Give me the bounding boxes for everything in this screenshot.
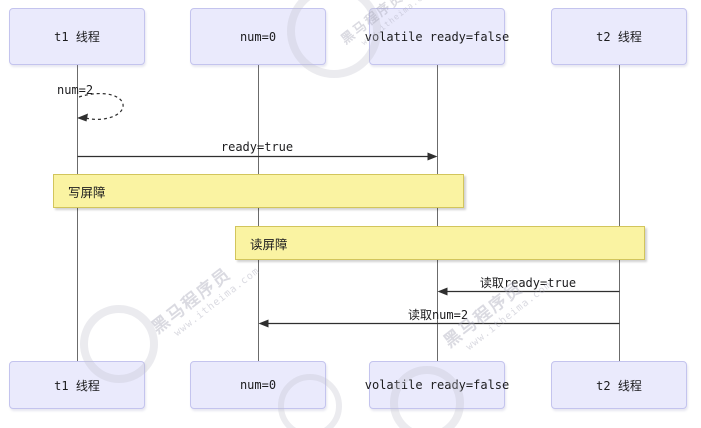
actor-box-volatile-bottom: volatile ready=false: [365, 361, 509, 409]
arrowhead-left-icon: [258, 319, 269, 328]
actor-label: t1 线程: [54, 30, 100, 44]
self-message-loop: [78, 93, 124, 120]
write-barrier-bar: 写屏障: [53, 174, 464, 208]
actor-label: num=0: [239, 29, 277, 44]
message-label-num-assign: num=2: [57, 83, 94, 97]
actor-box-t2-top: t2 线程: [551, 8, 687, 65]
arrowhead-left-icon: [77, 113, 88, 122]
actor-label: t2 线程: [596, 30, 642, 44]
message-label-read-num: 读取num=2: [407, 308, 469, 322]
arrowhead-left-icon: [437, 287, 448, 296]
message-label-read-ready: 读取ready=true: [479, 276, 577, 290]
actor-label: volatile ready=false: [364, 29, 510, 44]
actor-box-t1-top: t1 线程: [9, 8, 145, 65]
arrowhead-right-icon: [427, 152, 438, 161]
actor-box-num-bottom: num=0: [190, 361, 326, 409]
actor-label: volatile ready=false: [364, 378, 510, 392]
write-barrier-label: 写屏障: [68, 184, 106, 200]
actor-label: t1 线程: [54, 378, 100, 393]
actor-box-t1-bottom: t1 线程: [9, 361, 145, 409]
actor-box-volatile-top: volatile ready=false: [365, 8, 509, 65]
read-barrier-bar: 读屏障: [235, 226, 645, 260]
actor-label: num=0: [239, 378, 277, 392]
actor-box-t2-bottom: t2 线程: [551, 361, 687, 409]
read-barrier-label: 读屏障: [250, 236, 288, 252]
actor-label: t2 线程: [596, 378, 642, 393]
actor-box-num-top: num=0: [190, 8, 326, 65]
message-label-write-ready: ready=true: [220, 140, 294, 154]
